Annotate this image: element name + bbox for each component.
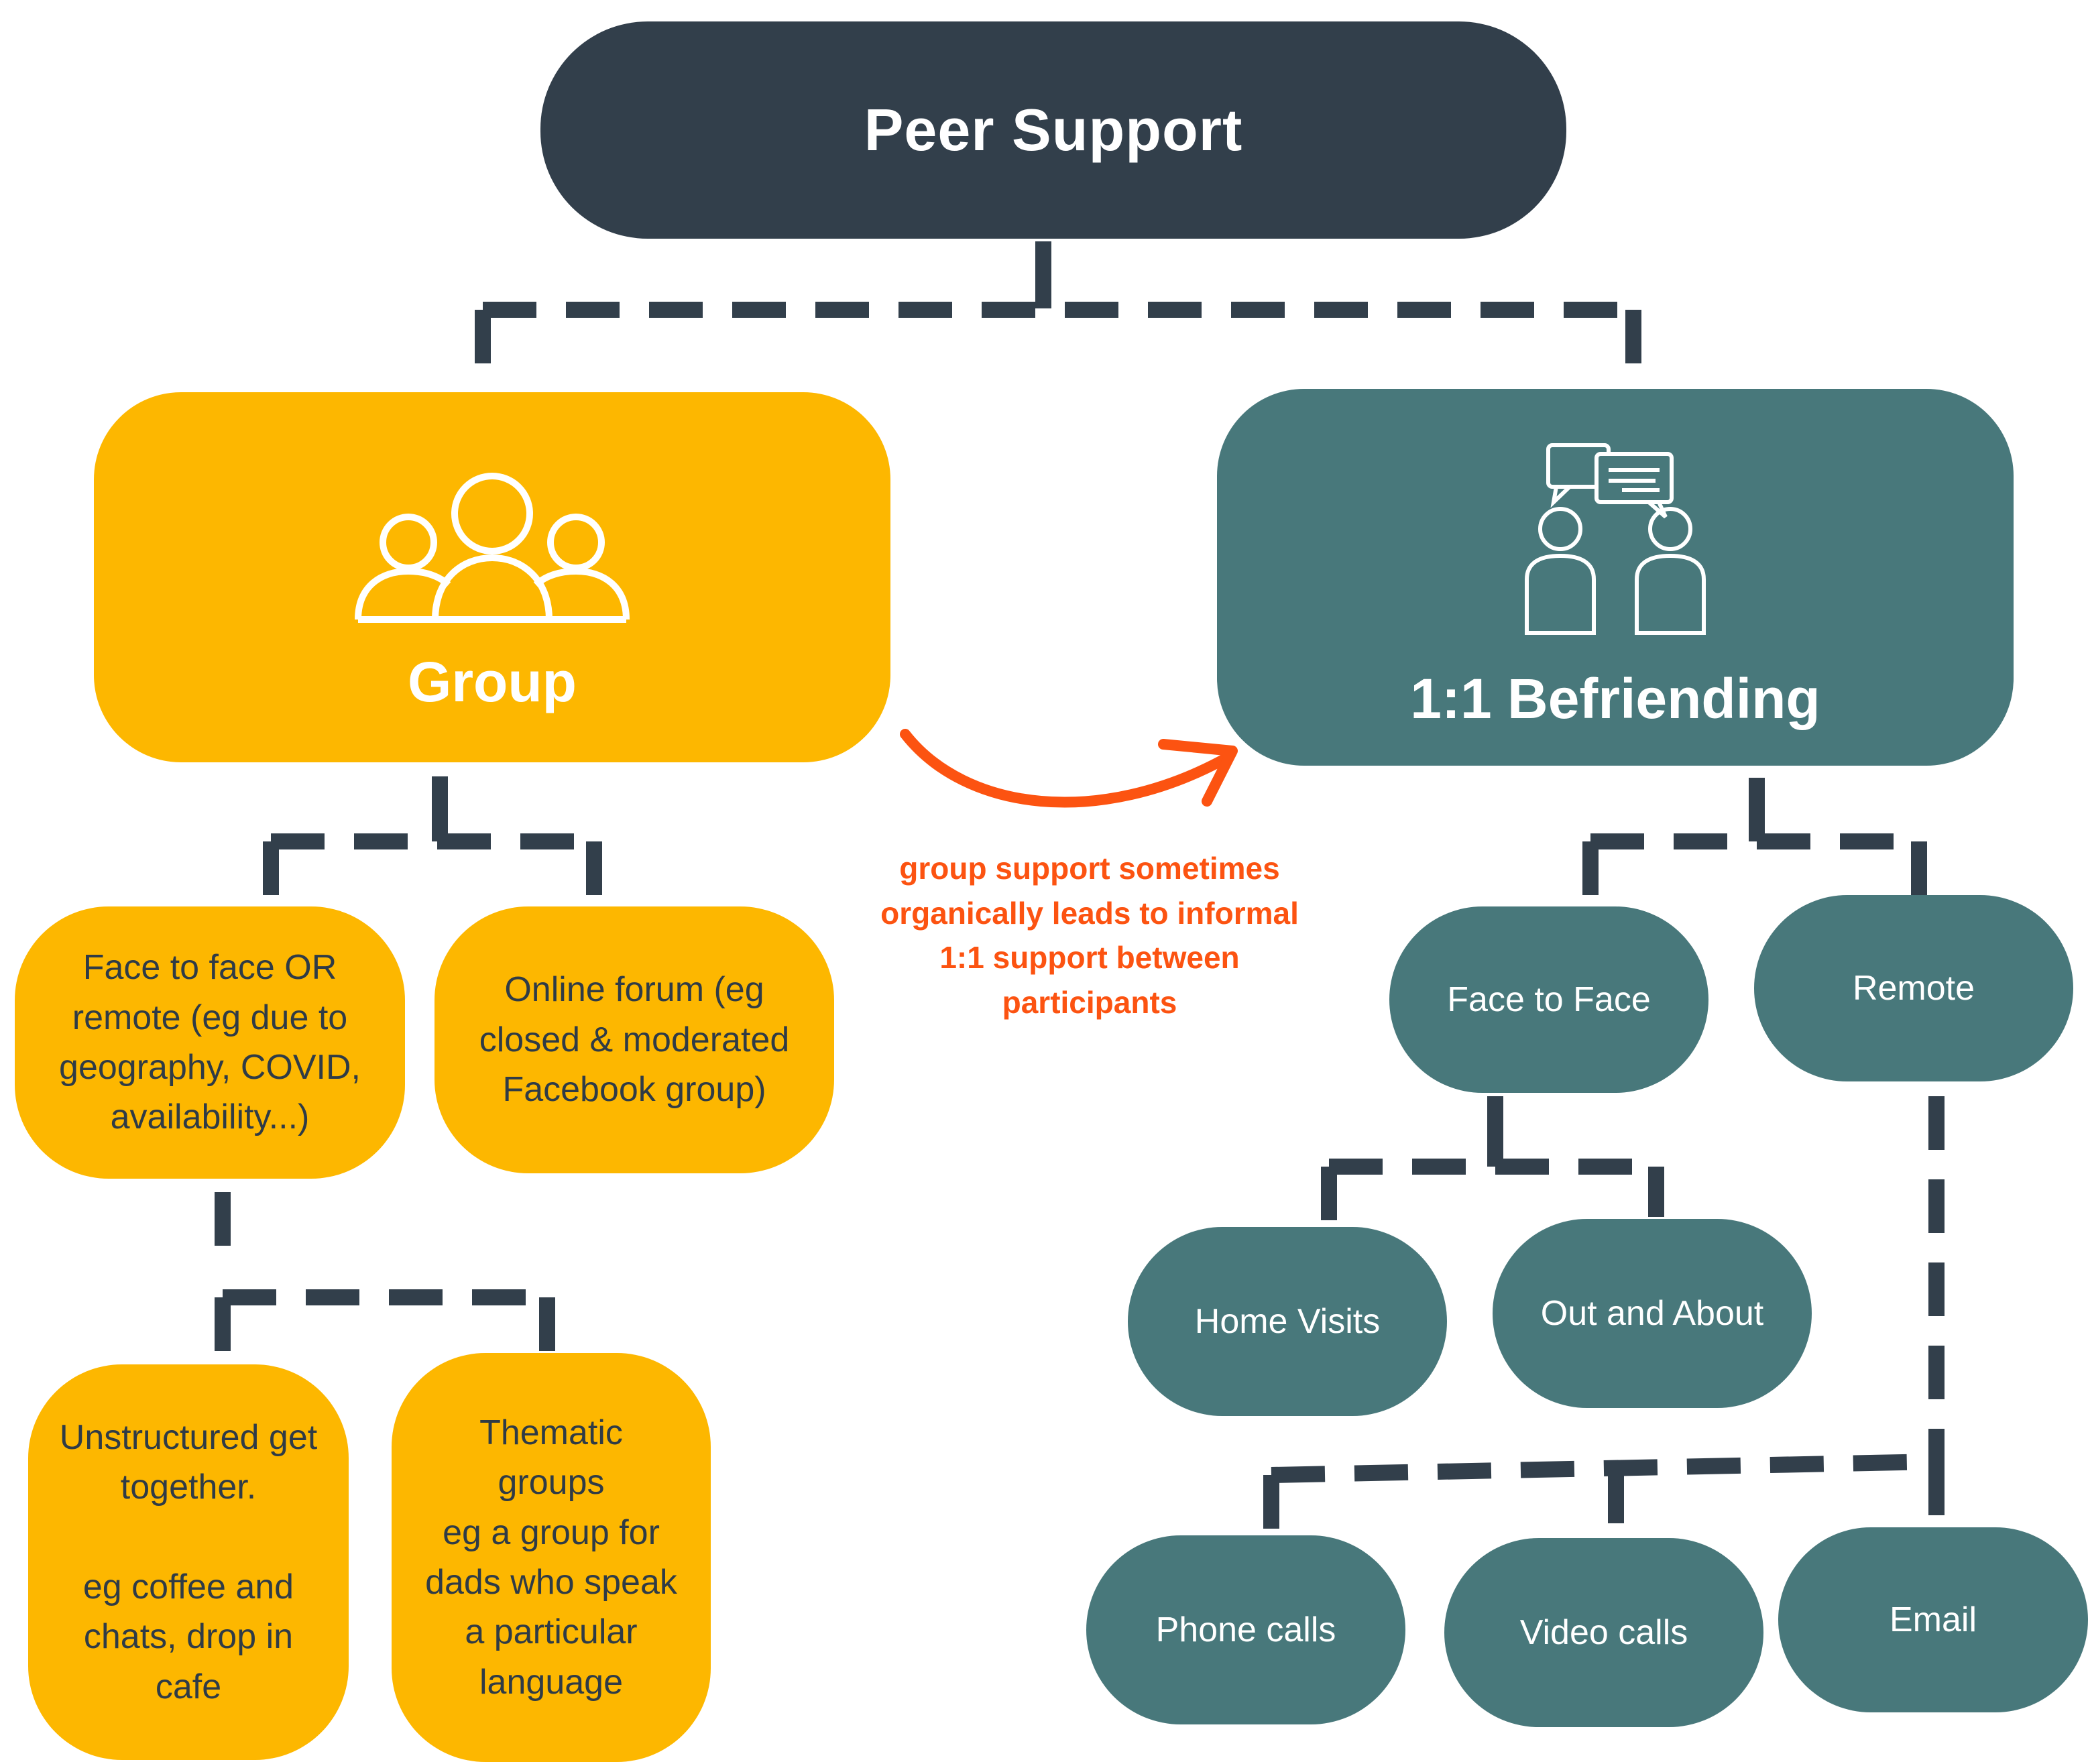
video-calls-label: Video calls [1519,1612,1688,1652]
arrow-head [1158,739,1238,807]
root-node: Peer Support [540,21,1566,239]
remote-node: Remote [1754,895,2073,1081]
face-to-face-or-remote-label: Face to face OR remote (eg due to geogra… [59,948,361,1137]
phone-calls-label: Phone calls [1155,1610,1336,1649]
face-to-face-label: Face to Face [1447,980,1651,1019]
phone-calls-node: Phone calls [1086,1535,1405,1724]
home-visits-node: Home Visits [1128,1227,1447,1416]
face-to-face-node: Face to Face [1389,906,1708,1093]
remote-label: Remote [1852,968,1975,1008]
out-and-about-label: Out and About [1540,1293,1764,1333]
thematic-groups-node: Thematic groups eg a group for dads who … [392,1353,711,1762]
annotation-text: group support sometimes organically lead… [880,851,1299,1020]
out-and-about-node: Out and About [1493,1219,1812,1408]
two-people-chatting-icon [1521,430,1709,640]
root-label: Peer Support [864,97,1243,163]
people-group-icon [355,460,630,630]
face-to-face-or-remote-node: Face to face OR remote (eg due to geogra… [15,906,405,1179]
thematic-groups-label: Thematic groups eg a group for dads who … [425,1413,677,1702]
connector-remote-bar [1271,1454,1937,1483]
befriending-node: 1:1 Befriending [1217,389,2014,766]
online-forum-label: Online forum (eg closed & moderated Face… [479,970,790,1110]
curved-arrow [900,729,1232,808]
home-visits-label: Home Visits [1194,1301,1381,1341]
group-label: Group [408,650,577,713]
unstructured-get-together-label: Unstructured get together. eg coffee and… [59,1417,318,1706]
online-forum-node: Online forum (eg closed & moderated Face… [434,906,834,1173]
unstructured-get-together-node: Unstructured get together. eg coffee and… [28,1364,349,1760]
email-node: Email [1778,1527,2088,1712]
video-calls-node: Video calls [1444,1538,1763,1727]
befriending-label: 1:1 Befriending [1410,667,1820,730]
group-node: Group [94,392,890,762]
email-label: Email [1889,1600,1977,1639]
